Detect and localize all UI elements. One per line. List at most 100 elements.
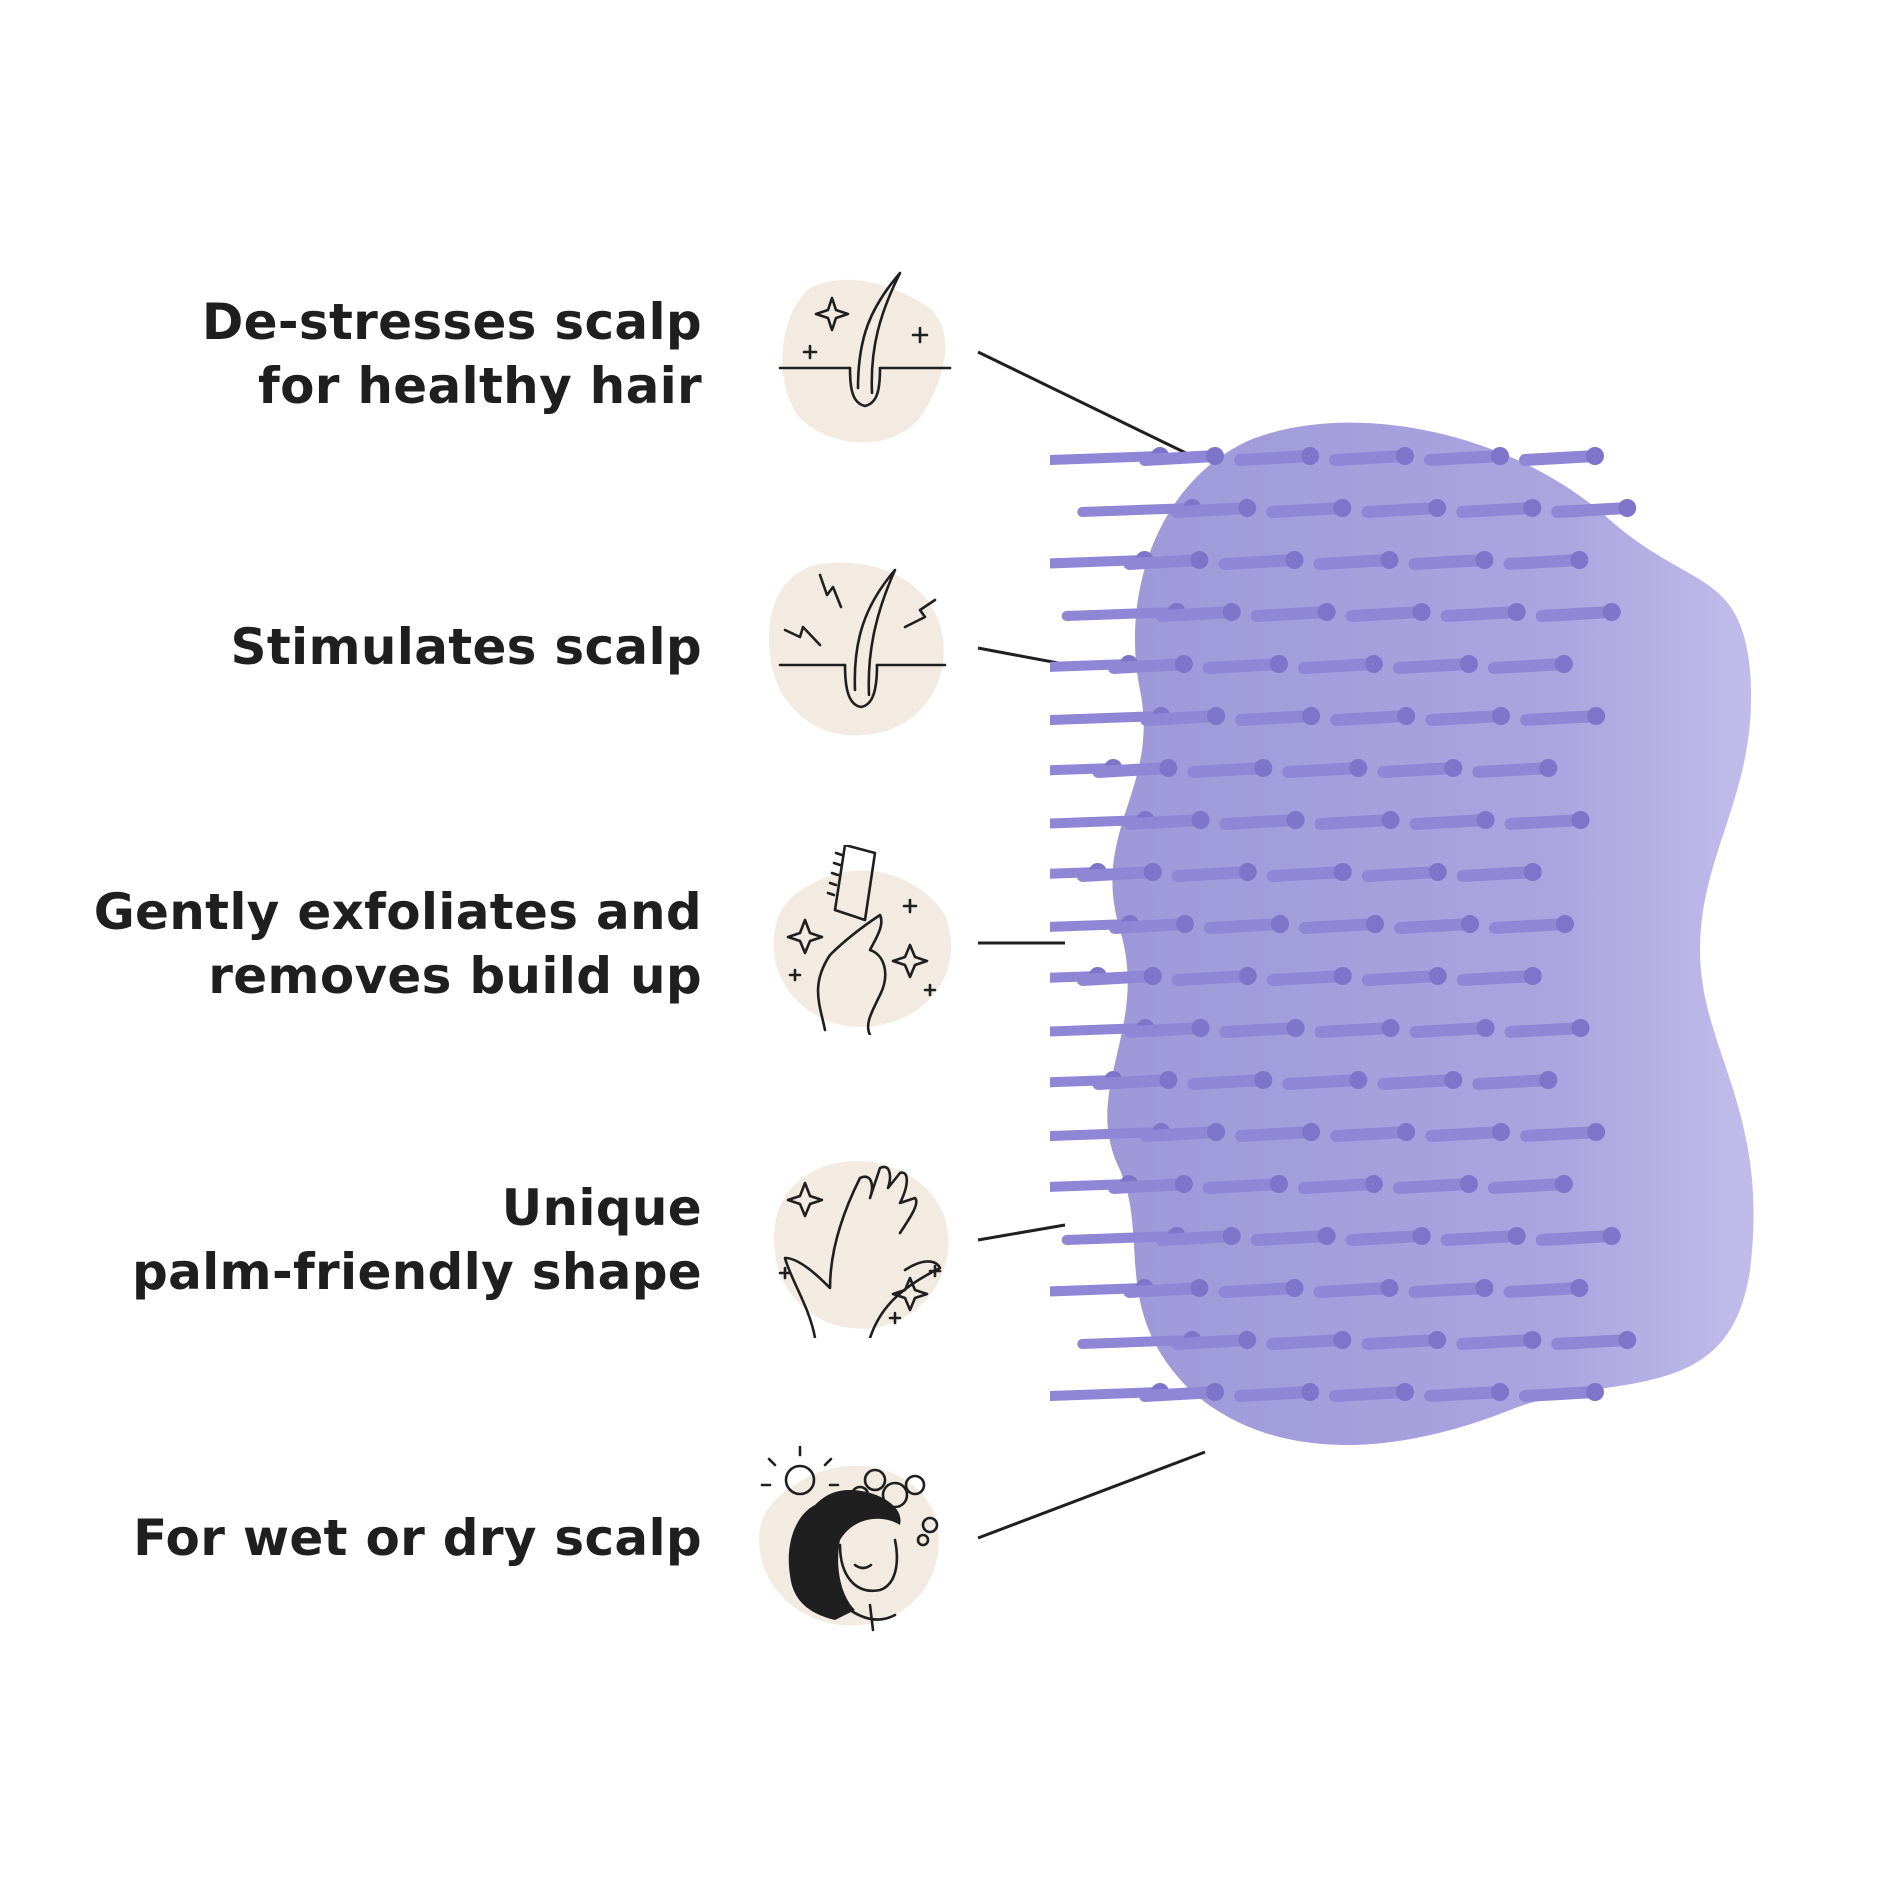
feature-stimulates-scalp: Stimulates scalp <box>231 615 702 679</box>
bristle <box>1297 1178 1380 1194</box>
bristle <box>1392 1178 1475 1194</box>
bristle <box>1218 1282 1301 1298</box>
bristle <box>1297 658 1380 674</box>
bristle-tip <box>1571 811 1590 829</box>
bristle <box>1123 554 1206 570</box>
scalp-brush-product-image <box>1050 410 1770 1470</box>
bristle <box>1282 762 1365 778</box>
bristle-tip <box>1271 915 1289 933</box>
bristle-tip <box>1491 1383 1509 1401</box>
bristle-tip <box>1602 603 1621 621</box>
bristle <box>1487 658 1570 674</box>
bristle <box>1361 502 1444 518</box>
hair-follicle-stimulation-icon <box>765 555 955 745</box>
bristle <box>1155 606 1238 622</box>
bristle-tip <box>1238 1331 1257 1349</box>
bristle <box>1345 606 1428 622</box>
bristle <box>1520 710 1603 726</box>
feature-line: De-stresses scalp <box>201 293 702 351</box>
bristle <box>1409 1022 1492 1038</box>
bristle <box>1202 1178 1285 1194</box>
bristle <box>1266 502 1349 518</box>
bristle-tip <box>1475 551 1494 569</box>
bristle-tip <box>1428 1331 1447 1349</box>
bristle <box>1503 554 1586 570</box>
bristle <box>1377 1074 1460 1090</box>
bristle-tip <box>1444 1071 1463 1089</box>
feature-exfoliates: Gently exfoliates and removes build up <box>94 880 702 1008</box>
bristle-tip <box>1207 707 1226 725</box>
bristle <box>1551 1334 1634 1350</box>
bristle-tip <box>1301 447 1319 465</box>
bristle-tip <box>1333 863 1352 881</box>
bristle <box>1235 1126 1318 1142</box>
bristle-tip <box>1143 863 1162 881</box>
bristle-tip <box>1570 1279 1589 1297</box>
bristle-tip <box>1444 759 1463 777</box>
bristle <box>1139 450 1221 466</box>
hair-follicle-sparkle-icon <box>770 268 960 458</box>
bristle <box>1456 1334 1539 1350</box>
bristle-tip <box>1159 759 1178 777</box>
bristle <box>1219 1022 1302 1038</box>
bristle-tip <box>1238 499 1257 517</box>
bristle-tip <box>1380 551 1399 569</box>
bristle <box>1107 1178 1190 1194</box>
bristle <box>1330 710 1413 726</box>
feature-line: For wet or dry scalp <box>133 1509 702 1567</box>
bristle-tip <box>1523 1331 1542 1349</box>
bristle-tip <box>1602 1227 1621 1245</box>
bristle-tip <box>1364 655 1383 673</box>
bristle-tip <box>1428 967 1447 985</box>
bristle-tip <box>1207 1123 1226 1141</box>
bristle-tip <box>1286 811 1305 829</box>
bristle-tip <box>1333 1331 1352 1349</box>
hand-holding-brush-icon <box>770 845 960 1035</box>
bristle-tip <box>1428 863 1447 881</box>
bristle <box>1171 1334 1254 1350</box>
bristle <box>1187 762 1270 778</box>
bristle <box>1330 1126 1413 1142</box>
woman-shampoo-bubbles-icon <box>755 1445 945 1635</box>
bristle <box>1139 1386 1221 1402</box>
bristle <box>1299 918 1381 934</box>
bristle <box>1124 1022 1207 1038</box>
bristle <box>1109 918 1191 934</box>
bristle-tip <box>1238 863 1257 881</box>
bristle <box>1140 710 1223 726</box>
bristle <box>1219 814 1302 830</box>
bristle-tip <box>1586 447 1604 465</box>
bristle-tip <box>1302 707 1321 725</box>
bristle-tip <box>1459 655 1478 673</box>
bristle-tip <box>1254 759 1273 777</box>
bristle-tip <box>1492 1123 1511 1141</box>
bristle-tip <box>1618 1331 1637 1349</box>
bristle-tip <box>1254 1071 1273 1089</box>
bristle <box>1361 970 1444 986</box>
bristle <box>1234 1386 1316 1402</box>
bristle <box>1076 970 1159 986</box>
bristle-tip <box>1618 499 1637 517</box>
bristle <box>1313 1282 1396 1298</box>
bristle <box>1234 450 1316 466</box>
leader-line <box>977 1223 1066 1242</box>
bristle-tip <box>1285 551 1304 569</box>
bristle-tip <box>1461 915 1479 933</box>
bristle-tip <box>1238 967 1257 985</box>
bristle <box>1409 814 1492 830</box>
bristle-tip <box>1476 1019 1495 1037</box>
bristle-tip <box>1191 811 1210 829</box>
bristle-tip <box>1539 759 1558 777</box>
bristle <box>1503 1282 1586 1298</box>
bristle <box>1487 1178 1570 1194</box>
bristle <box>1361 1334 1444 1350</box>
bristle <box>1187 1074 1270 1090</box>
feature-wet-or-dry: For wet or dry scalp <box>133 1506 702 1570</box>
bristle-tip <box>1206 447 1224 465</box>
bristle-tip <box>1412 1227 1431 1245</box>
bristle-tip <box>1380 1279 1399 1297</box>
bristle <box>1250 606 1333 622</box>
bristle <box>1171 502 1254 518</box>
